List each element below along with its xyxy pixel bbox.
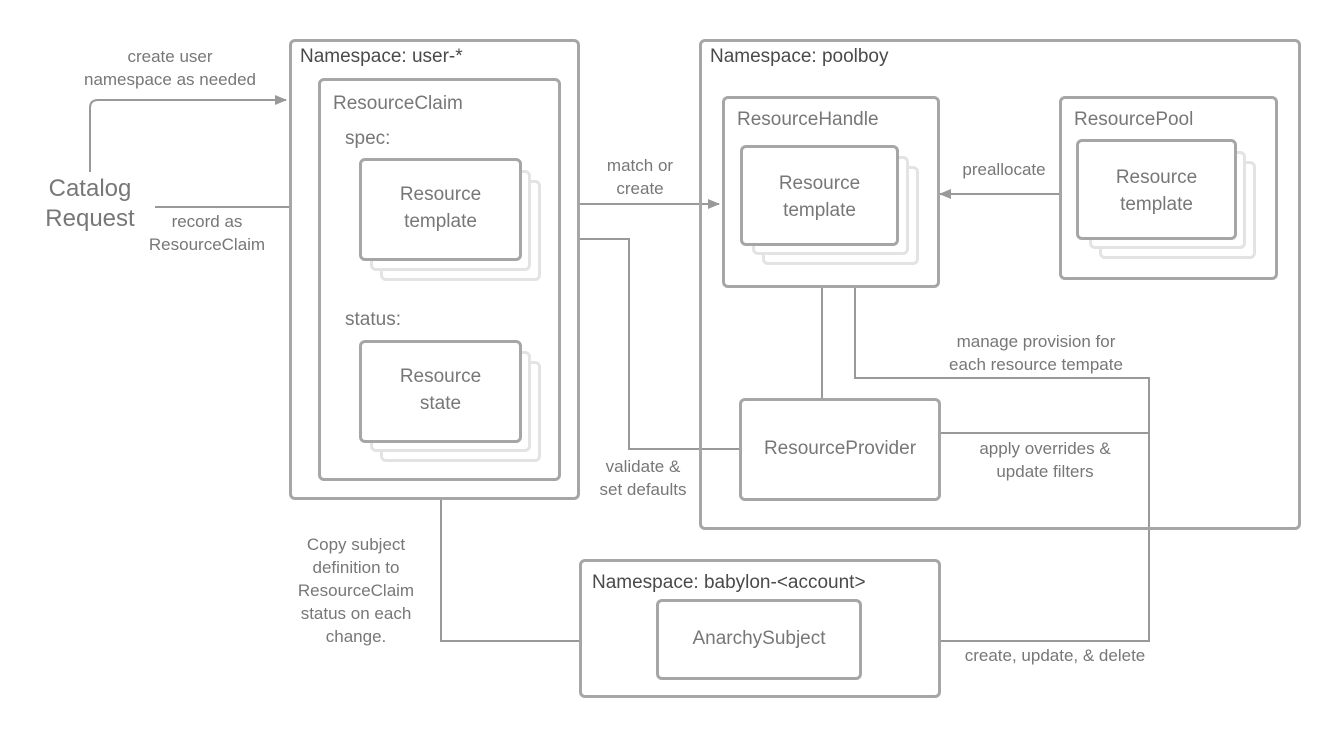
- label-validate-defaults-line1: validate &: [605, 457, 681, 476]
- catalog-request: Catalog Request: [38, 174, 142, 234]
- claim-template-line1: Resource: [399, 184, 482, 205]
- namespace-babylon-title: Namespace: babylon-<account>: [592, 572, 866, 593]
- edge-manage-provision: [854, 246, 1150, 646]
- label-crud: create, update, & delete: [964, 646, 1146, 665]
- spec-label: spec:: [345, 128, 391, 149]
- label-record-claim: record as ResourceClaim: [122, 210, 292, 256]
- label-manage-provision-line2: each resource tempate: [949, 355, 1123, 374]
- handle-template-line1: Resource: [778, 173, 861, 194]
- label-copy-subject: Copy subject definition to ResourceClaim…: [281, 533, 431, 648]
- resource-handle-title: ResourceHandle: [737, 109, 879, 130]
- claim-state-text: Resource state: [362, 363, 519, 417]
- namespace-poolboy-box: Namespace: poolboy: [699, 39, 1301, 530]
- label-validate-defaults-line2: set defaults: [599, 480, 687, 499]
- pool-template-card: Resource template: [1076, 139, 1237, 240]
- label-create-namespace: create user namespace as needed: [60, 45, 280, 91]
- claim-template-line2: template: [404, 211, 477, 232]
- edge-create-namespace: [89, 95, 287, 172]
- label-create-namespace-line2: namespace as needed: [83, 70, 257, 89]
- label-copy-subject-line4: status on each: [300, 604, 412, 623]
- claim-template-text: Resource template: [362, 181, 519, 235]
- resource-claim-title: ResourceClaim: [333, 93, 463, 114]
- label-match-create-line2: create: [616, 179, 664, 198]
- status-label: status:: [345, 309, 401, 330]
- resource-pool-title: ResourcePool: [1074, 109, 1194, 130]
- label-apply-overrides-line2: update filters: [996, 462, 1094, 481]
- label-copy-subject-line3: ResourceClaim: [297, 581, 415, 600]
- label-match-create: match or create: [570, 154, 710, 200]
- label-apply-overrides: apply overrides & update filters: [950, 437, 1140, 483]
- claim-state-line2: state: [419, 393, 462, 414]
- label-create-namespace-line1: create user: [127, 47, 213, 66]
- anarchy-subject-label: AnarchySubject: [692, 628, 826, 649]
- namespace-poolboy-title: Namespace: poolboy: [710, 46, 889, 67]
- handle-template-line2: template: [783, 200, 856, 221]
- label-copy-subject-line2: definition to: [312, 558, 400, 577]
- label-manage-provision-line1: manage provision for: [956, 332, 1116, 351]
- label-record-claim-line2: ResourceClaim: [148, 235, 266, 254]
- claim-state-card: Resource state: [359, 340, 522, 443]
- label-apply-overrides-line1: apply overrides &: [979, 439, 1111, 458]
- pool-template-line1: Resource: [1115, 167, 1198, 188]
- claim-template-card: Resource template: [359, 158, 522, 261]
- anarchy-subject-box: AnarchySubject: [656, 599, 862, 680]
- label-record-claim-line1: record as: [171, 212, 243, 231]
- catalog-request-line1: Catalog: [48, 175, 132, 202]
- label-copy-subject-line5: change.: [325, 627, 387, 646]
- handle-template-card: Resource template: [740, 145, 899, 246]
- resource-provider-box: ResourceProvider: [739, 398, 941, 501]
- label-manage-provision: manage provision for each resource tempa…: [916, 330, 1156, 376]
- catalog-request-line2: Request: [45, 205, 135, 232]
- claim-state-line1: Resource: [399, 366, 482, 387]
- resource-provider-label: ResourceProvider: [763, 438, 917, 459]
- pool-template-line2: template: [1120, 194, 1193, 215]
- namespace-user-title: Namespace: user-*: [300, 46, 463, 67]
- label-match-create-line1: match or: [606, 156, 674, 175]
- label-copy-subject-line1: Copy subject: [306, 535, 406, 554]
- label-validate-defaults: validate & set defaults: [583, 455, 703, 501]
- pool-template-text: Resource template: [1079, 164, 1234, 218]
- label-preallocate: preallocate: [962, 160, 1046, 179]
- handle-template-text: Resource template: [743, 170, 896, 224]
